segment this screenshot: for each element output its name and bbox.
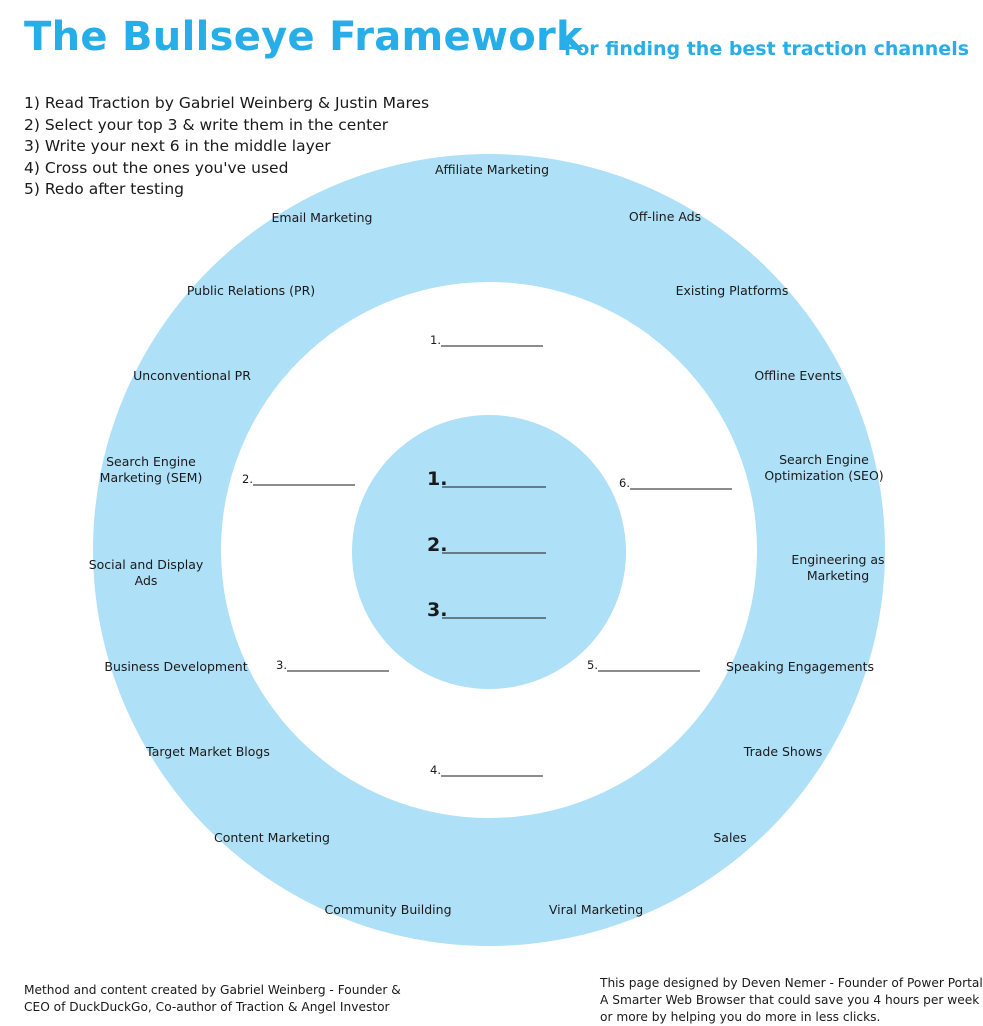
center-slot: 1. bbox=[427, 468, 546, 490]
footer-line: CEO of DuckDuckGo, Co-author of Traction… bbox=[24, 1000, 390, 1014]
middle-slot: 3. bbox=[276, 658, 389, 672]
channel-label: Speaking Engagements bbox=[726, 659, 874, 674]
middle-slot-number: 3. bbox=[276, 658, 287, 672]
instruction-step: 4) Cross out the ones you've used bbox=[24, 158, 289, 177]
center-slot: 3. bbox=[427, 599, 546, 621]
middle-layer-slots: 1. 2. 3. 4. 5. 6. bbox=[242, 333, 732, 777]
channel-label: Community Building bbox=[324, 902, 451, 917]
channel-label: Off-line Ads bbox=[629, 209, 701, 224]
footer-line: or more by helping you do more in less c… bbox=[600, 1010, 881, 1024]
footer-credit-left: Method and content created by Gabriel We… bbox=[24, 982, 401, 1016]
center-slot: 2. bbox=[427, 534, 546, 556]
channel-label: Email Marketing bbox=[272, 210, 373, 225]
channel-label: Public Relations (PR) bbox=[187, 283, 315, 298]
page-title: The Bullseye Framework bbox=[24, 14, 583, 60]
middle-slot: 1. bbox=[430, 333, 543, 347]
channel-label: Trade Shows bbox=[743, 744, 822, 759]
channel-label: Content Marketing bbox=[214, 830, 330, 845]
instructions-list: 1) Read Traction by Gabriel Weinberg & J… bbox=[24, 93, 429, 201]
instruction-step: 5) Redo after testing bbox=[24, 180, 185, 198]
channel-label: Viral Marketing bbox=[549, 902, 643, 917]
footer-line: A Smarter Web Browser that could save yo… bbox=[600, 993, 980, 1007]
center-slot-number: 3. bbox=[427, 599, 447, 621]
middle-slot-number: 4. bbox=[430, 763, 441, 777]
center-slots: 1. 2. 3. bbox=[427, 468, 546, 621]
instruction-step: 2) Select your top 3 & write them in the… bbox=[24, 115, 389, 134]
channel-label: Target Market Blogs bbox=[145, 744, 270, 759]
center-slot-number: 1. bbox=[427, 468, 447, 490]
channel-label: Existing Platforms bbox=[676, 283, 789, 298]
middle-slot: 6. bbox=[619, 476, 732, 490]
middle-slot: 4. bbox=[430, 763, 543, 777]
middle-slot-number: 5. bbox=[587, 658, 598, 672]
channel-label: Offline Events bbox=[754, 368, 841, 383]
channel-label: Affiliate Marketing bbox=[435, 162, 549, 177]
footer-credit-right: This page designed by Deven Nemer - Foun… bbox=[600, 975, 983, 1026]
middle-slot-number: 2. bbox=[242, 472, 253, 486]
middle-slot-number: 6. bbox=[619, 476, 630, 490]
instruction-step: 1) Read Traction by Gabriel Weinberg & J… bbox=[24, 94, 430, 112]
middle-slot-number: 1. bbox=[430, 333, 441, 347]
channel-label: Sales bbox=[713, 830, 746, 845]
footer-line: This page designed by Deven Nemer - Foun… bbox=[600, 976, 983, 990]
channel-label: Business Development bbox=[104, 659, 247, 674]
page-subtitle: For finding the best traction channels bbox=[564, 38, 970, 60]
channel-label: Unconventional PR bbox=[133, 368, 251, 383]
instruction-step: 3) Write your next 6 in the middle layer bbox=[24, 137, 331, 155]
center-circle bbox=[352, 415, 626, 689]
middle-slot: 2. bbox=[242, 472, 355, 486]
center-slot-number: 2. bbox=[427, 534, 447, 556]
footer-line: Method and content created by Gabriel We… bbox=[24, 983, 401, 997]
middle-slot: 5. bbox=[587, 658, 700, 672]
